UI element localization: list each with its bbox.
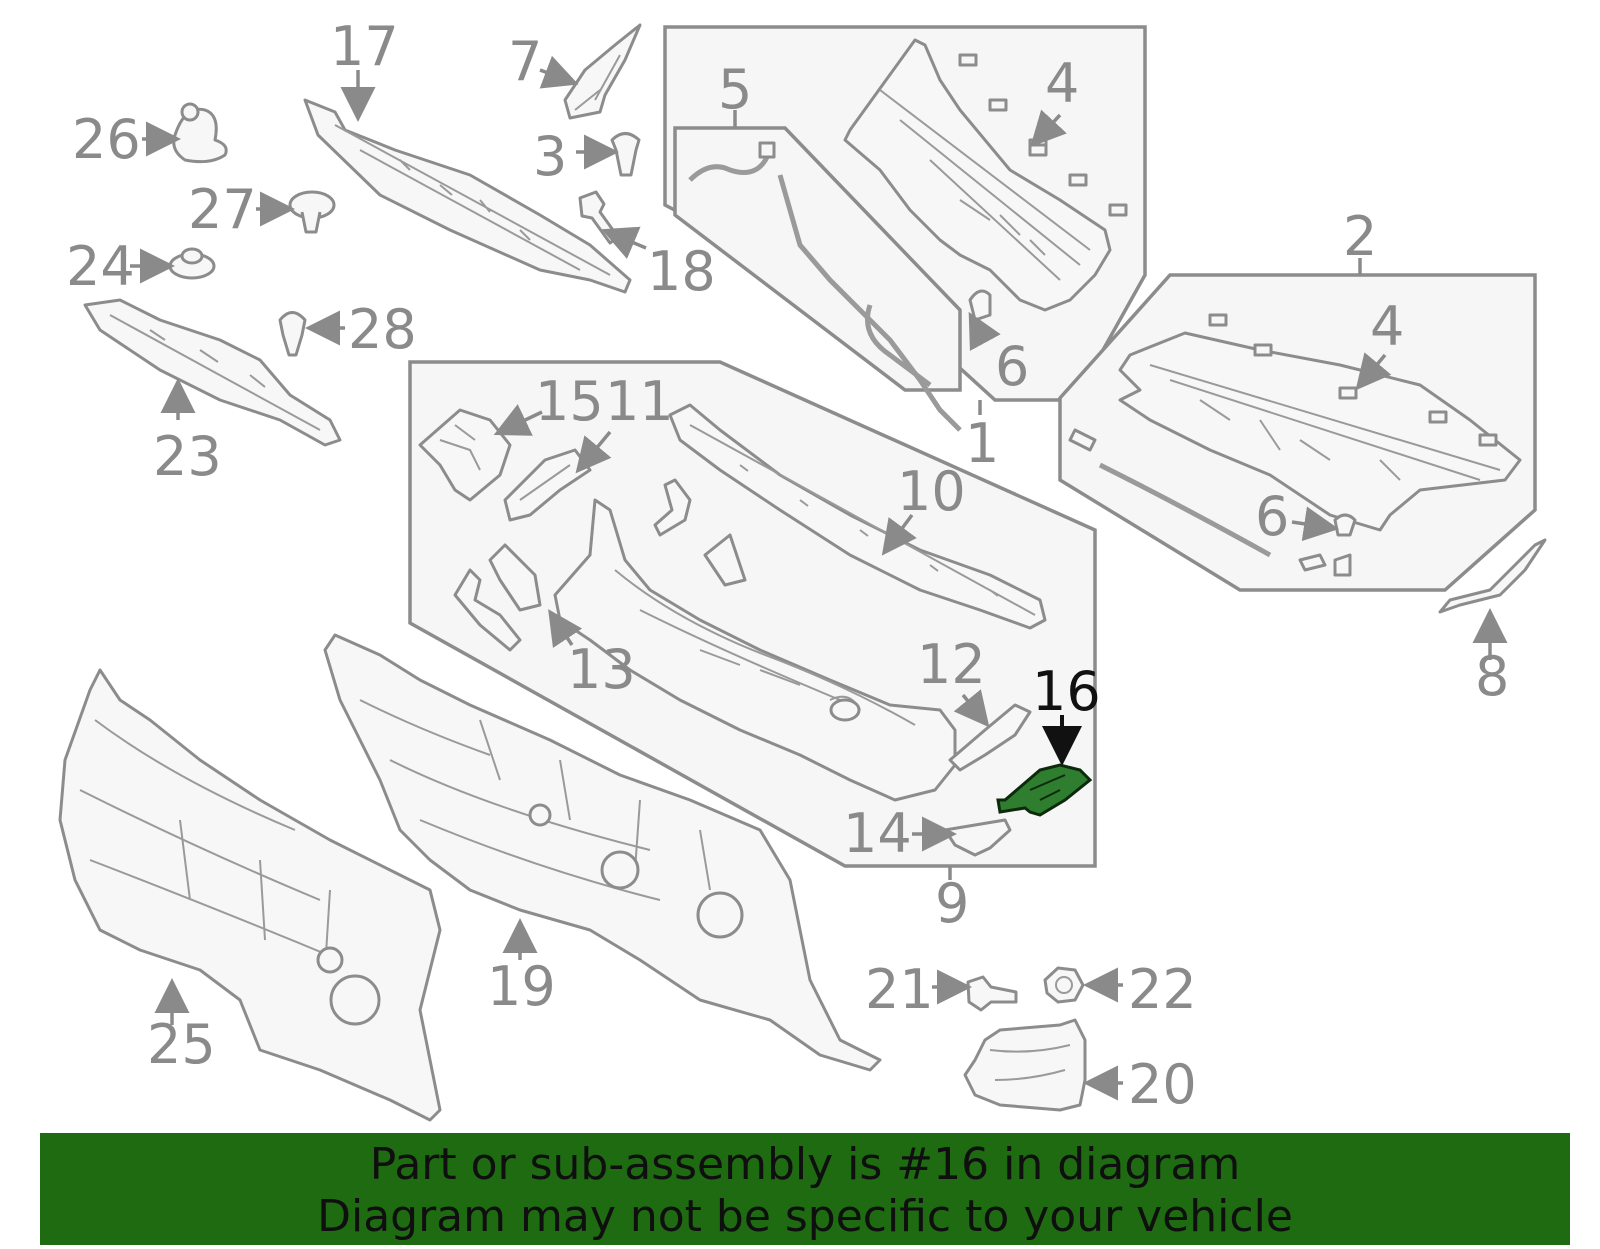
callout-24: 24 xyxy=(66,235,135,298)
callout-1: 1 xyxy=(965,412,999,475)
callout-16: 16 xyxy=(1032,660,1101,723)
callout-18: 18 xyxy=(647,240,716,303)
part-26 xyxy=(172,102,228,164)
callout-20: 20 xyxy=(1128,1053,1197,1116)
part-24 xyxy=(168,247,216,280)
callout-27: 27 xyxy=(188,178,257,241)
callout-3: 3 xyxy=(533,125,567,188)
part-14 xyxy=(943,818,1012,857)
part-19 xyxy=(323,633,882,1072)
bracket-small xyxy=(653,478,747,587)
part-8 xyxy=(1438,538,1547,614)
part-6a xyxy=(968,289,992,322)
callout-5: 5 xyxy=(718,58,752,121)
callout-7: 7 xyxy=(508,30,542,93)
callout-13: 13 xyxy=(567,638,636,701)
callout-14: 14 xyxy=(843,802,912,865)
part-13 xyxy=(453,543,542,652)
callout-12: 12 xyxy=(917,633,986,696)
part-7 xyxy=(563,23,642,120)
callout-22: 22 xyxy=(1128,958,1197,1021)
callout-25: 25 xyxy=(147,1013,216,1076)
part-12 xyxy=(948,703,1032,772)
callout-6a: 6 xyxy=(995,335,1029,398)
callout-19: 19 xyxy=(487,955,556,1018)
part-25 xyxy=(58,668,442,1122)
callout-15: 15 xyxy=(535,370,604,433)
part-27 xyxy=(288,190,336,234)
callout-23: 23 xyxy=(153,425,222,488)
callout-6b: 6 xyxy=(1255,485,1289,548)
part-15 xyxy=(418,408,512,502)
part-28 xyxy=(278,311,307,357)
part-10 xyxy=(668,403,1047,630)
part-17 xyxy=(303,98,632,294)
callout-8: 8 xyxy=(1475,645,1509,708)
banner-line-1: Part or sub-assembly is #16 in diagram xyxy=(369,1139,1241,1190)
callout-21: 21 xyxy=(865,958,934,1021)
part-9-panel xyxy=(553,498,957,802)
part-20 xyxy=(963,1018,1087,1112)
callout-4a: 4 xyxy=(1045,52,1079,115)
assembly-5-frame xyxy=(673,126,962,392)
banner-line-2: Diagram may not be specific to your vehi… xyxy=(317,1191,1293,1242)
info-banner: Part or sub-assembly is #16 in diagram D… xyxy=(40,1133,1570,1245)
callout-2: 2 xyxy=(1343,205,1377,268)
part-23 xyxy=(83,298,342,447)
callout-28: 28 xyxy=(348,298,417,361)
callout-17: 17 xyxy=(330,15,399,78)
part-22 xyxy=(1043,966,1085,1004)
part-21 xyxy=(966,975,1018,1012)
callout-10: 10 xyxy=(897,460,966,523)
part-11 xyxy=(503,448,592,522)
callout-4b: 4 xyxy=(1370,295,1404,358)
callout-numbers: 17 7 26 3 27 18 24 28 23 5 4 6 1 2 4 6 8… xyxy=(66,15,1509,1116)
part-2-panel xyxy=(1068,313,1522,577)
callout-26: 26 xyxy=(72,108,141,171)
callout-9: 9 xyxy=(935,872,969,935)
part-5-hose xyxy=(688,141,962,432)
part-3 xyxy=(610,132,641,177)
leader-arrows xyxy=(130,55,1508,1101)
callout-11: 11 xyxy=(605,370,674,433)
